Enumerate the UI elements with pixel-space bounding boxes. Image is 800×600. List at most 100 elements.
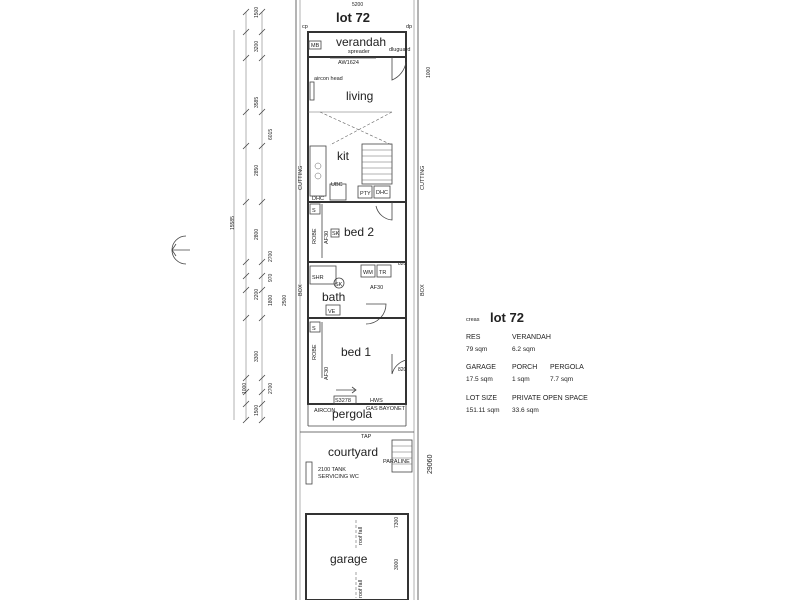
- note-tr: TR: [379, 270, 386, 276]
- steps: [391, 439, 413, 473]
- note-roof-fall-2: roof fall: [358, 580, 364, 598]
- note-paraline: PARALINE: [383, 459, 410, 465]
- bed2-door: [375, 202, 393, 221]
- dim-8: 970: [268, 273, 274, 282]
- dim-right-2: 7300: [394, 517, 400, 528]
- meter-box: [308, 40, 322, 50]
- dim-tick: [258, 286, 266, 294]
- note-tap: TAP: [361, 434, 372, 440]
- dim-tick: [242, 28, 250, 36]
- dim-tick: [242, 198, 250, 206]
- dim-tick: [242, 272, 250, 280]
- dim-tick: [258, 8, 266, 16]
- note-cutting-left: CUTTING: [298, 166, 304, 190]
- schedule-value-lot-size: 151.11 sqm: [466, 407, 499, 414]
- note-box-right: BOX: [420, 284, 426, 296]
- dim-tick: [258, 374, 266, 382]
- dim-tick: [258, 54, 266, 62]
- bath-door: [365, 303, 387, 325]
- north-arrow-icon: [171, 235, 190, 265]
- note-ubc: UBC: [331, 182, 343, 188]
- dim-tick: [258, 272, 266, 280]
- dim-10: 1800: [268, 295, 274, 306]
- dim-tick: [242, 314, 250, 322]
- dim-4: 6015: [268, 129, 274, 140]
- schedule-label-lot-size: LOT SIZE: [466, 395, 497, 402]
- schedule-value-garage: 17.5 sqm: [466, 376, 493, 383]
- dim-tick: [242, 400, 250, 408]
- note-shr: SHR: [312, 275, 324, 281]
- note-820-1: 820: [398, 261, 407, 267]
- note-s-1: S: [312, 208, 316, 214]
- schedule-label-res: RES: [466, 334, 481, 341]
- stairs: [361, 143, 393, 185]
- plan-lot-title: lot 72: [336, 10, 370, 25]
- dim-9: 2200: [254, 289, 260, 300]
- shower: [309, 265, 337, 285]
- dim-tick: [258, 142, 266, 150]
- note-af30-1: AF30: [324, 231, 330, 244]
- schedule-label-garage: GARAGE: [466, 364, 496, 371]
- dim-11: 2500: [282, 295, 288, 306]
- kitchen-bench: [309, 145, 327, 197]
- schedule-title: lot 72: [490, 310, 524, 325]
- note-roof-fall-1: roof fall: [358, 527, 364, 545]
- note-ve: VE: [328, 309, 336, 315]
- note-box-left: BOX: [298, 284, 304, 296]
- room-bed1: bed 1: [341, 345, 371, 359]
- room-bed2: bed 2: [344, 225, 374, 239]
- note-s3278: S3278: [335, 398, 351, 404]
- dim-tick: [258, 388, 266, 396]
- dim-tick: [258, 314, 266, 322]
- note-robe-2: ROBE: [312, 344, 318, 360]
- area-schedule: creas lot 72 RES 79 sqm VERANDAH 6.2 sqm…: [466, 310, 588, 414]
- dim-14: 2700: [268, 383, 274, 394]
- room-courtyard: courtyard: [328, 445, 378, 459]
- note-spreader: spreader: [348, 49, 370, 55]
- note-robe-1: ROBE: [312, 228, 318, 244]
- note-sk-1: SK: [332, 231, 340, 237]
- dim-1: 1500: [254, 7, 260, 18]
- note-aw: AW1624: [338, 60, 359, 66]
- schedule-value-pergola: 7.7 sqm: [550, 376, 573, 383]
- left-dimensions: 15585 1500 3200 3585 6015 2850 2800 2700…: [230, 7, 288, 424]
- note-af30-2: AF30: [370, 285, 383, 291]
- dim-tick: [242, 388, 250, 396]
- dim-right-total: 29060: [427, 454, 434, 474]
- dim-top: 5200: [352, 2, 363, 8]
- dp-marker: dp: [406, 24, 412, 30]
- entry-door: [391, 57, 407, 81]
- dim-tick: [258, 108, 266, 116]
- note-cutting-right: CUTTING: [420, 166, 426, 190]
- schedule-value-res: 79 sqm: [466, 346, 487, 353]
- schedule-label-private-open-space: PRIVATE OPEN SPACE: [512, 395, 588, 402]
- schedule-label-porch: PORCH: [512, 364, 537, 371]
- note-dhc-2: DHC: [376, 190, 388, 196]
- schedule-value-porch: 1 sqm: [512, 376, 530, 383]
- note-aircon: AIRCON: [314, 408, 335, 414]
- note-af30-3: AF30: [324, 367, 330, 380]
- dim-3: 3585: [254, 97, 260, 108]
- dim-tick: [242, 416, 250, 424]
- dim-tick: [242, 8, 250, 16]
- dim-tick: [242, 286, 250, 294]
- cp-marker: cp: [302, 24, 308, 30]
- dim-7: 2700: [268, 251, 274, 262]
- room-living: living: [346, 89, 373, 103]
- note-aircon-head: aircon head: [314, 76, 343, 82]
- dim-2: 3200: [254, 41, 260, 52]
- note-820-2: 820: [398, 367, 407, 373]
- dim-tick: [242, 108, 250, 116]
- note-servicing: SERVICING WC: [318, 474, 359, 480]
- schedule-label-verandah: VERANDAH: [512, 334, 551, 341]
- dim-tick: [258, 416, 266, 424]
- schedule-value-private-open-space: 33.6 sqm: [512, 407, 539, 414]
- dim-tick: [242, 374, 250, 382]
- dim-tick: [258, 28, 266, 36]
- room-bath: bath: [322, 290, 345, 304]
- dim-tick: [258, 198, 266, 206]
- dim-tick: [258, 400, 266, 408]
- dim-right-1: 1000: [426, 67, 432, 78]
- dim-13: 1000: [242, 383, 248, 394]
